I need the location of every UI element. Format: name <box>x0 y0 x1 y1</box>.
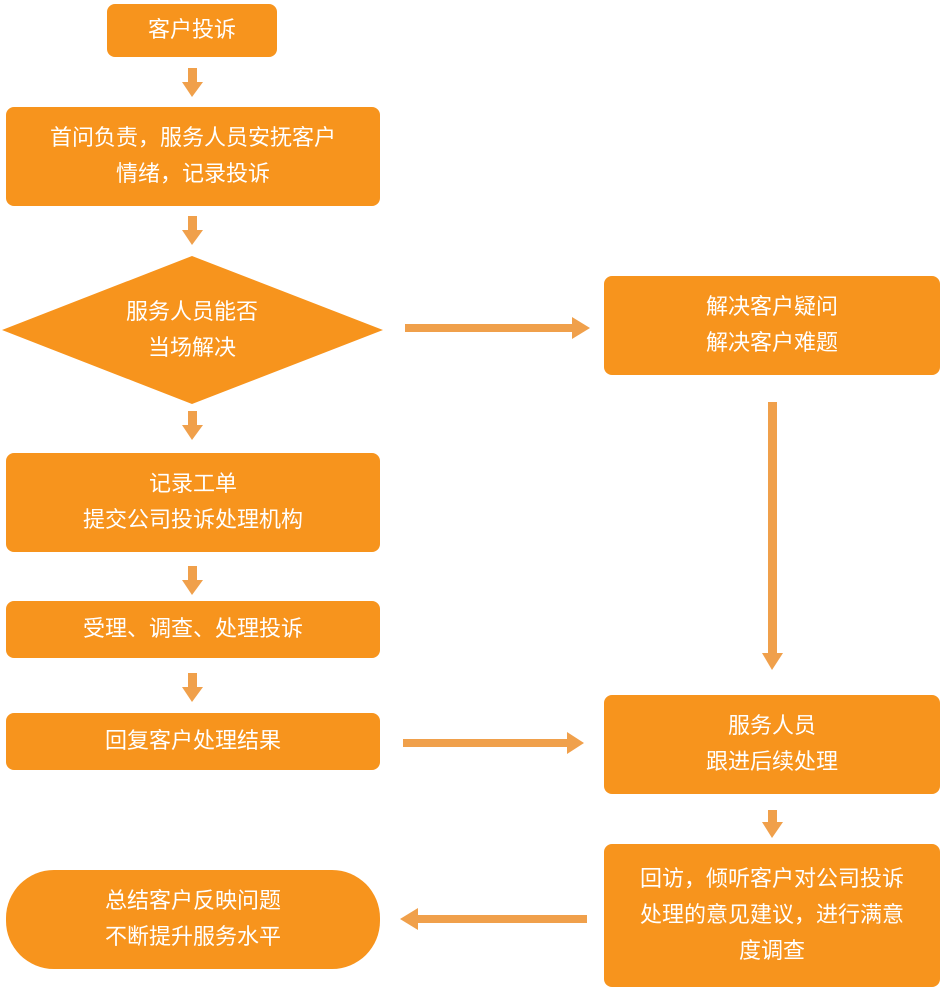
arrow-decision-to-resolve <box>405 317 590 339</box>
node-complaint: 客户投诉 <box>107 4 277 57</box>
arrow-reply-to-follow-up <box>403 732 584 754</box>
arrow-resolve-to-follow-up <box>762 402 783 670</box>
node-decision-label: 服务人员能否 当场解决 <box>92 294 292 368</box>
node-summary: 总结客户反映问题 不断提升服务水平 <box>6 870 380 969</box>
arrow-decision-to-record-ticket <box>182 411 203 440</box>
node-revisit-line-2: 处理的意见建议，进行满意 <box>639 902 904 928</box>
node-resolve-line-2: 解决客户难题 <box>705 330 838 356</box>
node-handle: 受理、调查、处理投诉 <box>6 601 380 658</box>
node-record-ticket-line-2: 提交公司投诉处理机构 <box>82 507 303 533</box>
node-revisit-line-3: 度调查 <box>738 938 805 964</box>
node-follow-up-line-1: 服务人员 <box>727 713 816 739</box>
node-first-contact: 首问负责，服务人员安抚客户 情绪，记录投诉 <box>6 107 380 206</box>
node-summary-line-1: 总结客户反映问题 <box>104 888 281 914</box>
node-follow-up-line-2: 跟进后续处理 <box>705 749 838 775</box>
node-revisit: 回访，倾听客户对公司投诉 处理的意见建议，进行满意 度调查 <box>604 844 940 987</box>
node-first-contact-line-2: 情绪，记录投诉 <box>115 161 270 187</box>
node-summary-line-2: 不断提升服务水平 <box>104 924 281 950</box>
node-decision-line-2: 当场解决 <box>147 336 236 361</box>
node-resolve-line-1: 解决客户疑问 <box>705 294 838 320</box>
node-revisit-line-1: 回访，倾听客户对公司投诉 <box>639 866 904 892</box>
arrow-complaint-to-first-contact <box>182 68 203 97</box>
node-resolve: 解决客户疑问 解决客户难题 <box>604 276 940 375</box>
arrow-first-contact-to-decision <box>182 216 203 245</box>
node-record-ticket: 记录工单 提交公司投诉处理机构 <box>6 453 380 552</box>
node-record-ticket-line-1: 记录工单 <box>148 471 237 497</box>
node-reply-line-1: 回复客户处理结果 <box>104 728 281 754</box>
node-reply: 回复客户处理结果 <box>6 713 380 770</box>
arrow-record-ticket-to-handle <box>182 566 203 595</box>
decision-diamond <box>2 256 383 404</box>
arrow-follow-up-to-revisit <box>762 810 783 838</box>
node-follow-up: 服务人员 跟进后续处理 <box>604 695 940 794</box>
node-handle-line-1: 受理、调查、处理投诉 <box>82 616 303 642</box>
node-complaint-line-1: 客户投诉 <box>147 17 236 43</box>
node-first-contact-line-1: 首问负责，服务人员安抚客户 <box>49 125 336 151</box>
arrow-handle-to-reply <box>182 673 203 702</box>
arrow-revisit-to-summary <box>400 908 587 930</box>
node-decision-line-1: 服务人员能否 <box>125 300 258 325</box>
